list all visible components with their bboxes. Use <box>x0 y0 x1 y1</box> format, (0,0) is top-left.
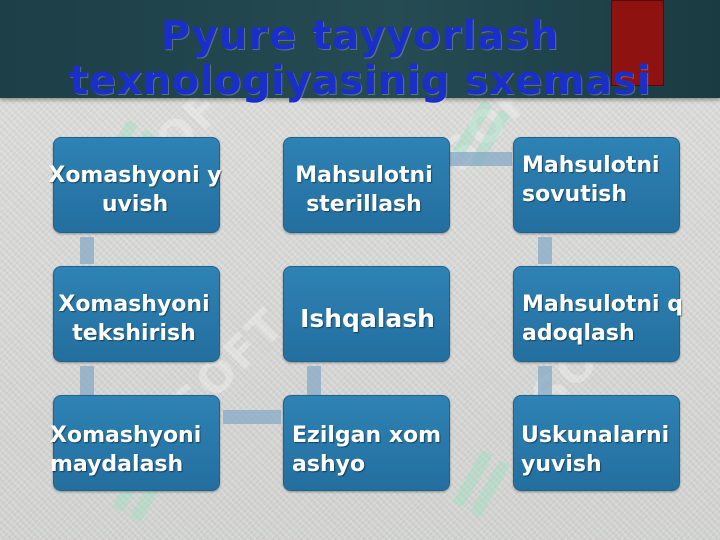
connector <box>538 237 552 264</box>
step-box-crushed-raw <box>283 395 450 491</box>
connector <box>450 152 512 166</box>
step-box-wash-raw <box>53 137 220 233</box>
step-label-wash-raw: Xomashyoni yuvish <box>48 163 222 217</box>
step-box-wash-equipment <box>513 395 680 491</box>
step-box-rub <box>283 266 450 362</box>
connector <box>538 366 552 395</box>
title-line-1: Pyure tayyorlash <box>160 13 560 59</box>
step-box-package <box>513 266 680 362</box>
red-accent-tab <box>611 0 664 86</box>
step-label-sterilize: Mahsulotni sterillash <box>295 163 433 217</box>
connector <box>80 237 94 264</box>
step-box-cool <box>513 137 680 233</box>
step-box-inspect-raw <box>53 266 220 362</box>
connector <box>307 366 321 395</box>
step-box-sterilize <box>283 137 450 233</box>
connector <box>80 366 94 395</box>
step-label-crushed-raw: Ezilgan xomashyo <box>292 423 442 477</box>
step-label-inspect-raw: Xomashyoni tekshirish <box>58 292 210 346</box>
step-label-rub: Ishqalash <box>300 304 435 333</box>
connector <box>223 410 281 424</box>
header-band <box>0 0 720 98</box>
step-box-grind-raw <box>53 395 220 491</box>
title-line-2: texnologiyasinig sxemasi <box>69 58 651 104</box>
step-label-wash-equipment: Uskunalarni yuvish <box>521 423 670 477</box>
page-title: Pyure tayyorlash texnologiyasinig sxemas… <box>0 14 720 104</box>
step-label-cool: Mahsulotni sovutish <box>522 153 660 207</box>
step-label-grind-raw: Xomashyoni maydalash <box>50 423 202 477</box>
step-label-package: Mahsulotni qadoqlash <box>522 292 683 346</box>
